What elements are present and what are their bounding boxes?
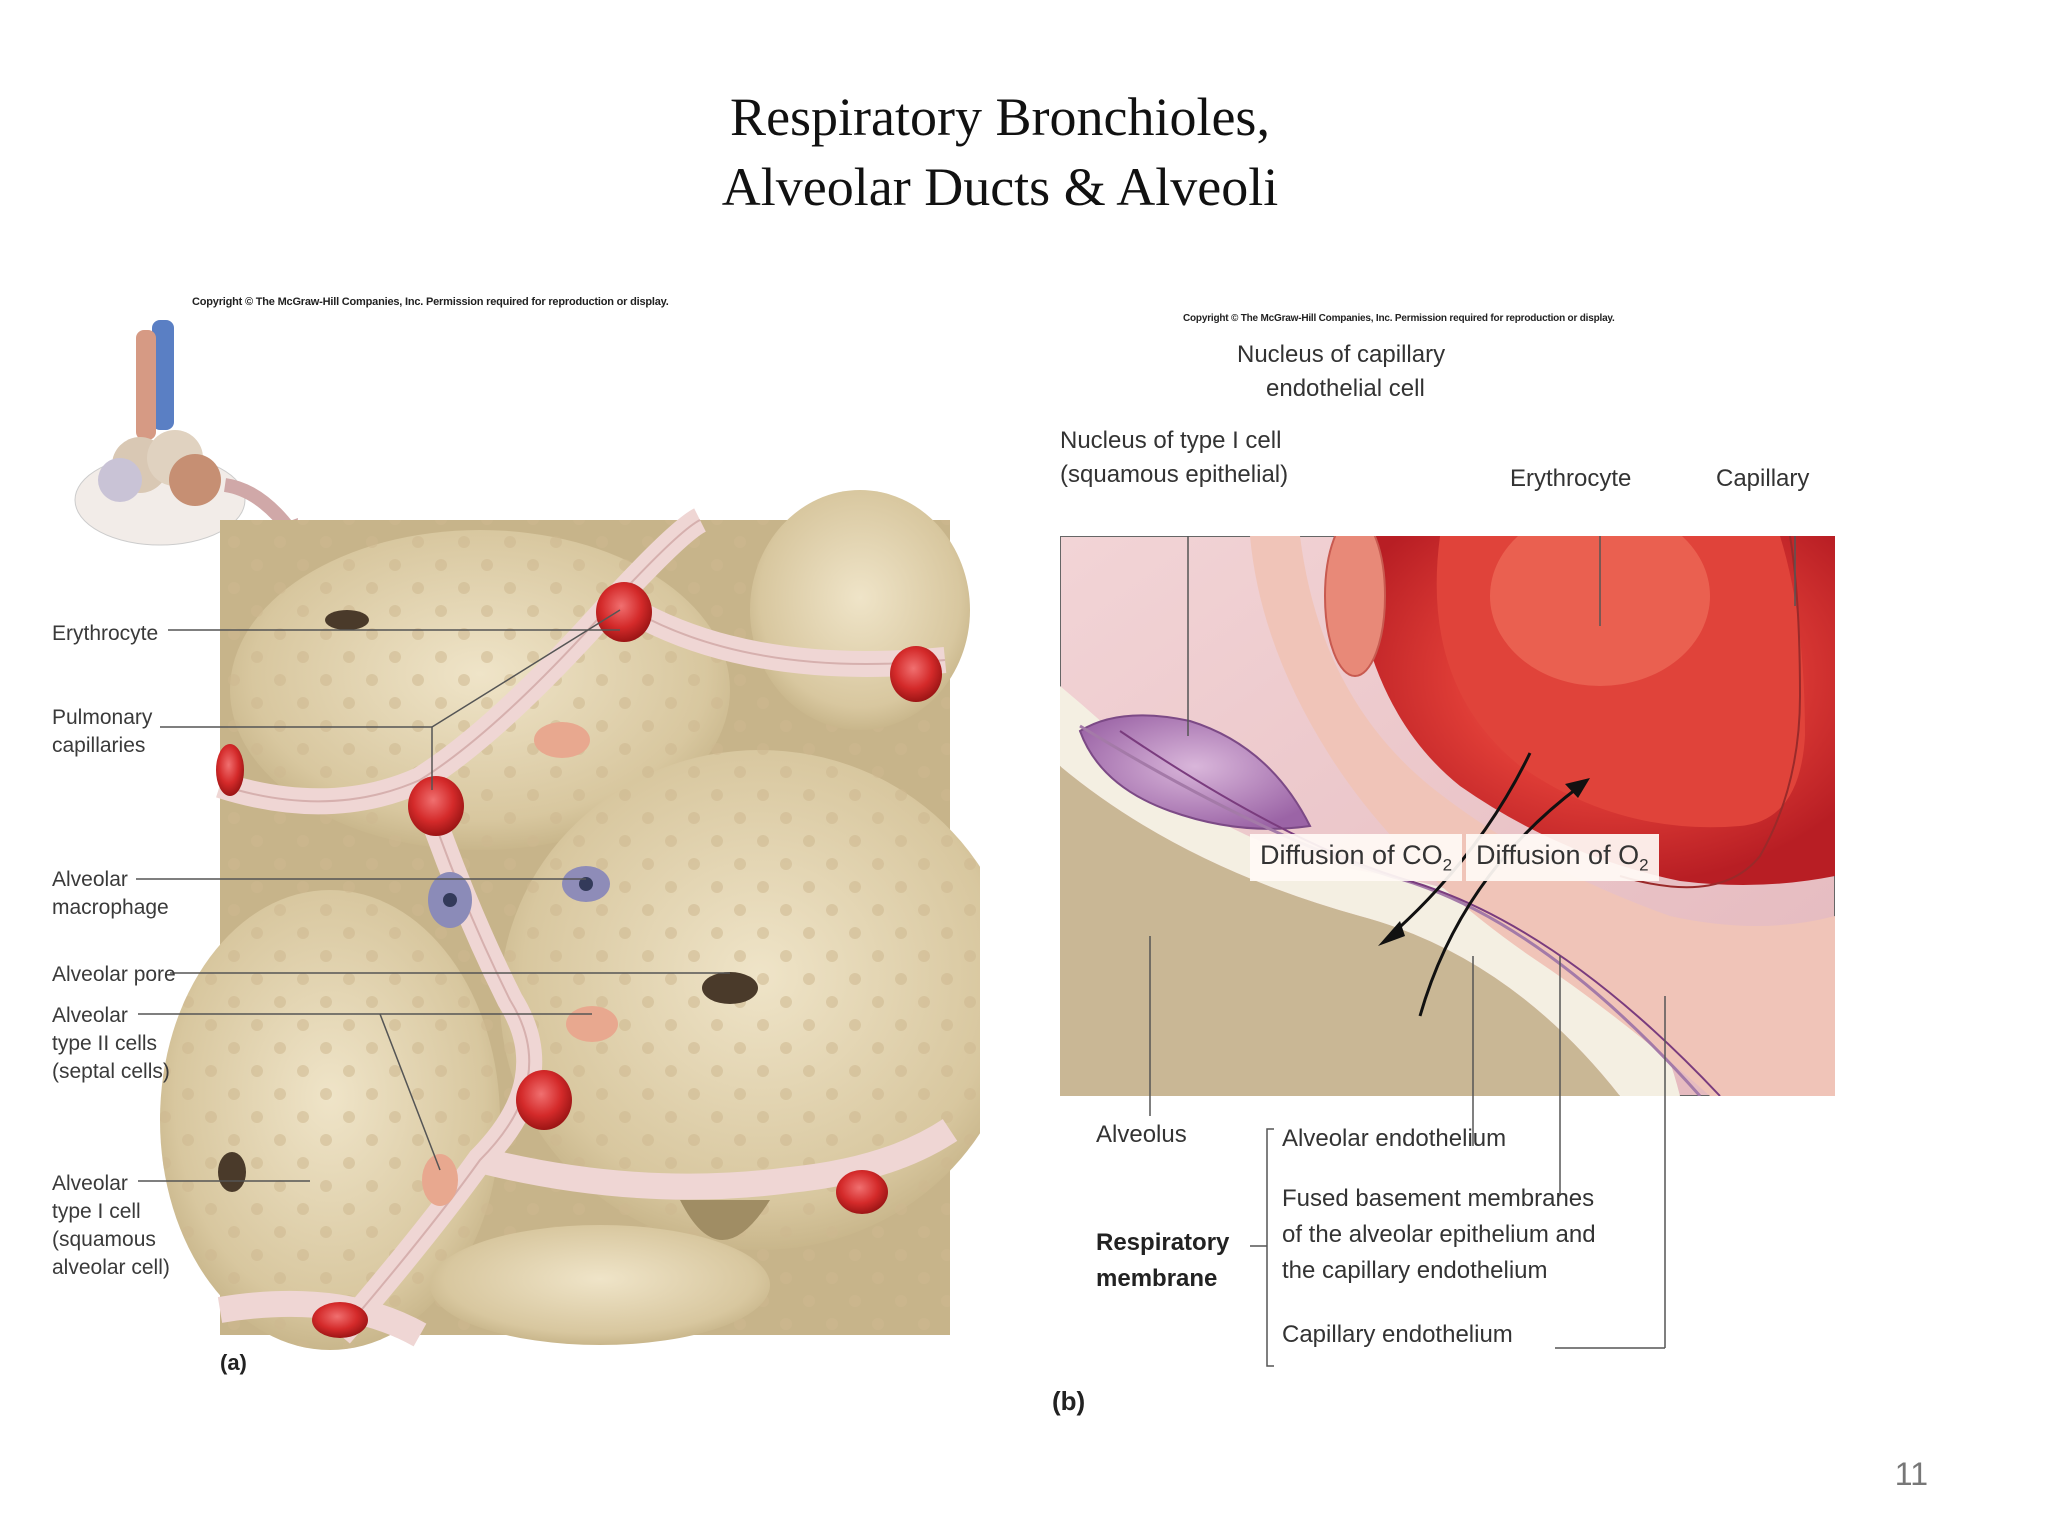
- label-b-alveolus: Alveolus: [1096, 1121, 1187, 1148]
- figure-a-panel-label: (a): [220, 1350, 247, 1375]
- label-a-type2-1: Alveolar: [52, 1004, 128, 1027]
- label-b-diffusion-co2: Diffusion of CO2: [1250, 834, 1463, 882]
- label-b-nucleus-cap-2: endothelial cell: [1266, 375, 1425, 402]
- label-b-fused-3: the capillary endothelium: [1282, 1257, 1548, 1284]
- label-b-nucleus-t1-1: Nucleus of type I cell: [1060, 427, 1282, 454]
- label-b-capillary-endothelium: Capillary endothelium: [1282, 1321, 1513, 1348]
- label-a-type2-2: type II cells: [52, 1032, 158, 1055]
- label-b-respiratory-1: Respiratory: [1096, 1229, 1230, 1256]
- figure-b-illustration: [1060, 536, 1835, 1096]
- diffusion-co2-subscript: 2: [1442, 855, 1453, 875]
- label-b-nucleus-cap-1: Nucleus of capillary: [1237, 341, 1446, 368]
- label-b-nucleus-t1-2: (squamous epithelial): [1060, 461, 1289, 488]
- diffusion-co2-text: Diffusion of CO: [1260, 840, 1443, 870]
- label-a-pulmonary-2: capillaries: [52, 734, 146, 757]
- label-a-macrophage-1: Alveolar: [52, 868, 128, 891]
- title-line-1: Respiratory Bronchioles,: [730, 87, 1270, 147]
- label-a-pore: Alveolar pore: [52, 963, 176, 986]
- label-a-macrophage-2: macrophage: [52, 896, 169, 919]
- figure-b-copyright: Copyright © The McGraw-Hill Companies, I…: [1183, 313, 1615, 324]
- label-b-respiratory-2: membrane: [1096, 1265, 1218, 1292]
- figure-a-illustration: [74, 320, 980, 1350]
- figure-a-copyright: Copyright © The McGraw-Hill Companies, I…: [192, 296, 669, 308]
- figure-b-leader-lines: [1149, 1096, 1666, 1367]
- label-a-pulmonary-1: Pulmonary: [52, 706, 153, 729]
- label-b-diffusion-o2: Diffusion of O2: [1466, 834, 1659, 882]
- label-b-fused-2: of the alveolar epithelium and: [1282, 1221, 1596, 1248]
- figure-b-panel-label: (b): [1052, 1386, 1086, 1416]
- label-b-fused-1: Fused basement membranes: [1282, 1185, 1595, 1212]
- diffusion-o2-subscript: 2: [1639, 855, 1649, 875]
- label-a-type1-2: type I cell: [52, 1200, 141, 1223]
- label-b-capillary: Capillary: [1716, 465, 1810, 492]
- label-a-type1-3: (squamous: [52, 1228, 156, 1251]
- page-number: 11: [1894, 1456, 1928, 1492]
- title-line-2: Alveolar Ducts & Alveoli: [721, 157, 1279, 217]
- label-a-type2-3: (septal cells): [52, 1060, 170, 1083]
- label-b-alveolar-endothelium: Alveolar endothelium: [1282, 1125, 1507, 1152]
- slide-title: Respiratory Bronchioles, Alveolar Ducts …: [0, 82, 2000, 222]
- label-b-erythrocyte: Erythrocyte: [1510, 465, 1632, 492]
- label-a-type1-1: Alveolar: [52, 1172, 128, 1195]
- label-a-erythrocyte: Erythrocyte: [52, 622, 159, 645]
- lung-inset-icon: [74, 320, 298, 546]
- diffusion-o2-text: Diffusion of O: [1476, 840, 1640, 870]
- label-a-type1-4: alveolar cell): [52, 1256, 170, 1279]
